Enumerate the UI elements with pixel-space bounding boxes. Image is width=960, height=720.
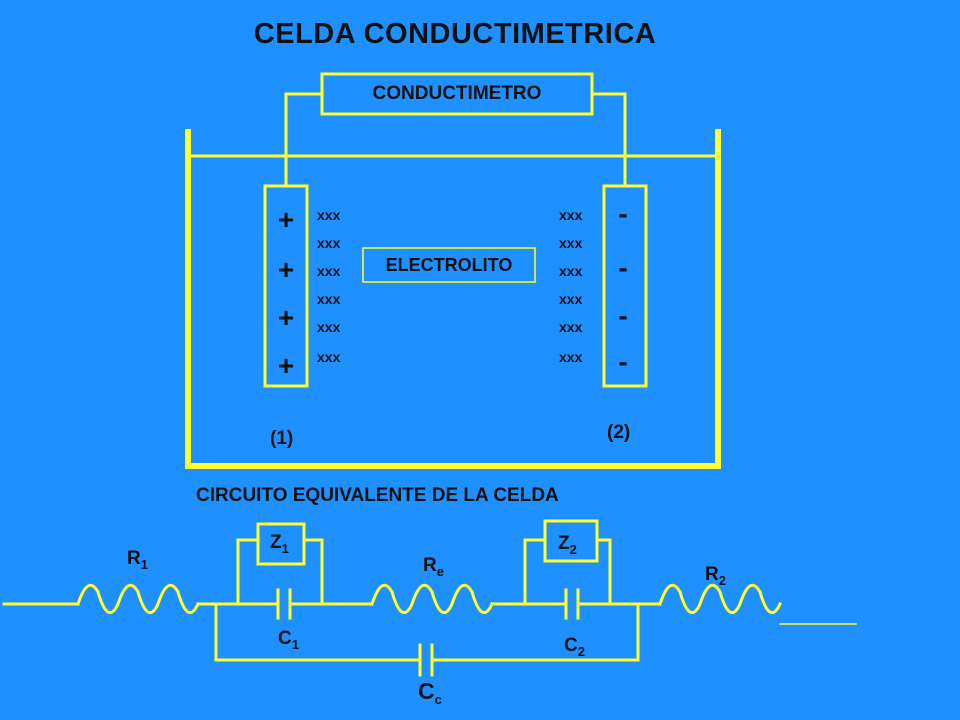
impedance-z1 — [256, 522, 306, 566]
electrolyte-label: ELECTROLITO — [385, 254, 513, 275]
ion-label: xxx — [317, 235, 341, 251]
cathode-sign: - — [618, 346, 628, 377]
label-re: Re — [423, 555, 444, 579]
beaker — [185, 129, 721, 469]
label-z2: Z2 — [558, 533, 577, 557]
label-r2: R2 — [705, 564, 726, 588]
electrode-1-label: (1) — [270, 428, 294, 449]
ion-label: xxx — [559, 235, 583, 251]
ion-label: xxx — [317, 349, 341, 365]
electrode-2-label: (2) — [607, 422, 631, 443]
anode-sign: + — [277, 350, 295, 381]
resistor-r1 — [76, 583, 200, 615]
page-title: CELDA CONDUCTIMETRICA — [253, 18, 657, 50]
label-r1: R1 — [127, 548, 148, 572]
ion-label: xxx — [559, 291, 583, 307]
wire-left — [284, 92, 324, 188]
anode-sign: + — [277, 204, 295, 235]
cathode-sign: - — [618, 198, 628, 229]
ion-label: xxx — [559, 319, 583, 335]
label-c2: C2 — [564, 635, 585, 659]
circuit-title: CIRCUITO EQUIVALENTE DE LA CELDA — [196, 485, 559, 506]
ion-label: xxx — [559, 207, 583, 223]
anode-sign: + — [277, 254, 295, 285]
ion-label: xxx — [317, 291, 341, 307]
electrode-2 — [602, 184, 648, 388]
resistor-re — [370, 583, 494, 615]
conductimeter-label: CONDUCTIMETRO — [372, 83, 542, 104]
electrode-1 — [263, 184, 309, 388]
ion-label: xxx — [317, 207, 341, 223]
ion-label: xxx — [317, 319, 341, 335]
wire-right — [590, 92, 627, 188]
label-cc: Cc — [418, 678, 442, 707]
anode-sign: + — [277, 302, 295, 333]
ion-label: xxx — [559, 263, 583, 279]
ion-label: xxx — [317, 263, 341, 279]
label-z1: Z1 — [270, 532, 289, 556]
electrolyte-box — [362, 247, 536, 283]
cathode-sign: - — [618, 300, 628, 331]
cathode-sign: - — [618, 252, 628, 283]
resistor-r2 — [658, 583, 782, 615]
label-c1: C1 — [278, 628, 299, 652]
ion-label: xxx — [559, 349, 583, 365]
